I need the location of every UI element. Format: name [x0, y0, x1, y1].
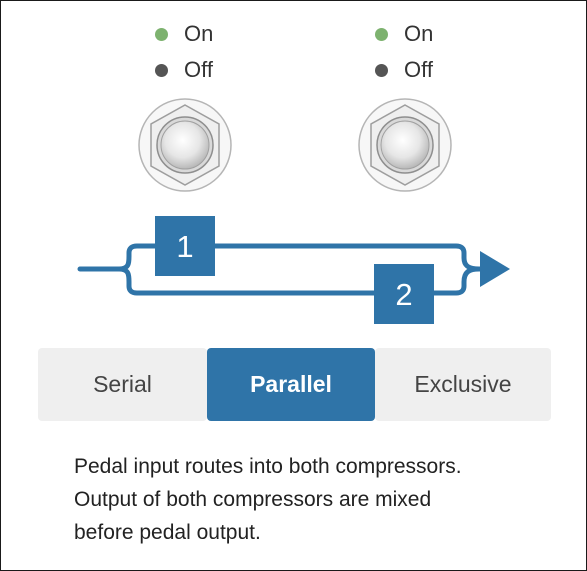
mode-description: Pedal input routes into both compressors…: [74, 450, 554, 549]
footswitch-1-off-indicator: Off: [155, 57, 213, 83]
output-arrow-icon: [480, 251, 510, 287]
parallel-mode-button[interactable]: Parallel: [207, 348, 375, 421]
footswitch-2-on-label: On: [404, 21, 434, 46]
footswitch-2-off-indicator: Off: [375, 57, 433, 83]
description-line-2: Output of both compressors are mixed: [74, 488, 432, 511]
footswitch-1-off-label: Off: [184, 57, 213, 82]
compressor-1-box: [155, 216, 215, 276]
routing-mode-selector: Serial Parallel Exclusive: [38, 348, 551, 421]
compressor-2-box: [374, 264, 434, 324]
routing-diagram: 1 2: [77, 216, 510, 324]
led-off-icon: [375, 63, 388, 77]
path-compressor-1: [116, 243, 482, 272]
compressor-2-label: 2: [395, 277, 412, 312]
footswitch-2-off-label: Off: [404, 57, 433, 82]
footswitch-1-on-indicator: On: [155, 21, 213, 47]
exclusive-mode-button[interactable]: Exclusive: [375, 348, 551, 421]
compressor-1-label: 1: [176, 229, 193, 264]
footswitch-1[interactable]: [137, 97, 233, 193]
description-line-1: Pedal input routes into both compressors…: [74, 455, 462, 478]
serial-mode-button[interactable]: Serial: [38, 348, 207, 421]
footswitch-2[interactable]: [357, 97, 453, 193]
footswitch-2-on-indicator: On: [375, 21, 433, 47]
led-on-icon: [375, 27, 388, 41]
description-line-3: before pedal output.: [74, 521, 261, 544]
led-on-icon: [155, 27, 168, 41]
led-off-icon: [155, 63, 168, 77]
path-compressor-2: [116, 266, 482, 296]
footswitch-1-on-label: On: [184, 21, 214, 46]
